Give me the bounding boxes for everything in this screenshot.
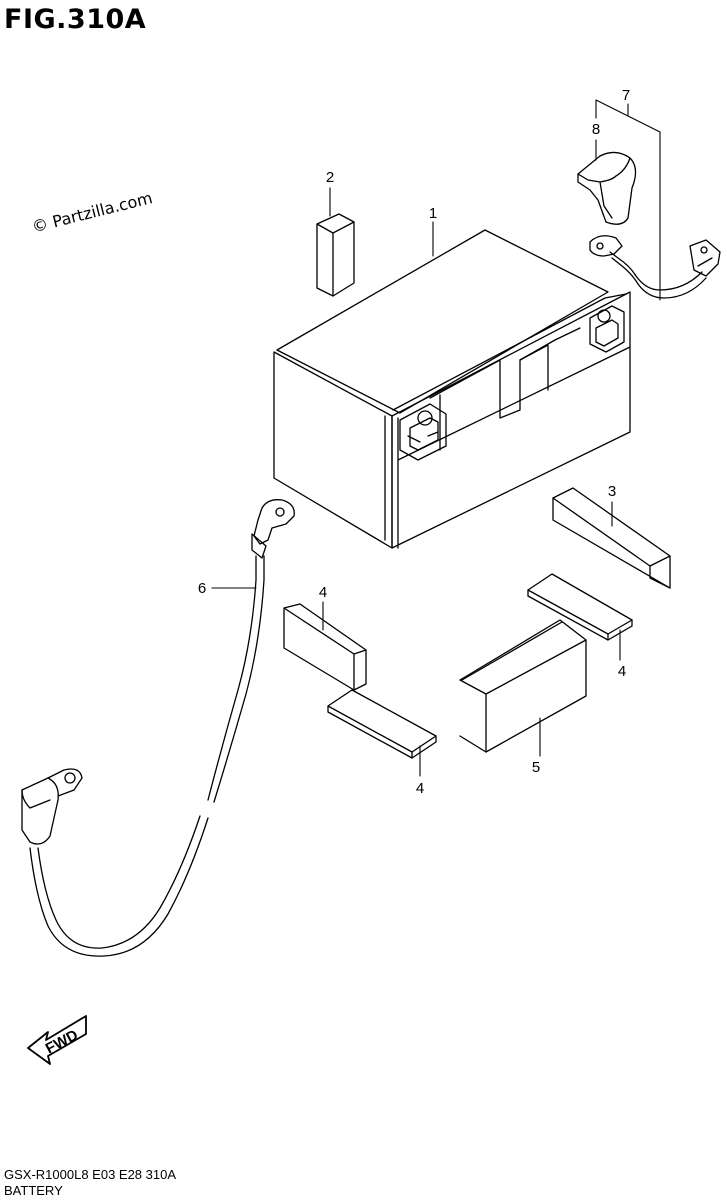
callout-7: 7: [622, 87, 630, 104]
negative-lead-wire-part: [21, 499, 295, 957]
battery-part: [273, 229, 631, 549]
figure-title: FIG.310A: [4, 4, 147, 35]
small-block-part: [316, 213, 355, 297]
pad-part-3: [552, 487, 671, 589]
section-name: BATTERY: [4, 1183, 63, 1198]
pad-part-4-right: [527, 573, 633, 641]
positive-lead-wire-part: [589, 235, 721, 299]
callout-4-lower-left: 4: [416, 780, 424, 797]
callout-3: 3: [608, 483, 616, 500]
callout-1: 1: [429, 205, 437, 222]
callout-8: 8: [592, 121, 600, 138]
fwd-arrow: FWD: [27, 1015, 87, 1065]
model-code: GSX-R1000L8 E03 E28 310A: [4, 1167, 177, 1182]
callout-2: 2: [326, 169, 334, 186]
callout-5: 5: [532, 759, 540, 776]
spacer-block-part: [459, 619, 587, 753]
pad-part-4-upper-left: [283, 603, 367, 691]
callout-6: 6: [198, 580, 206, 597]
pad-part-4-lower-left: [327, 689, 437, 759]
terminal-cap-part: [577, 151, 637, 225]
callout-4-upper-left: 4: [319, 584, 327, 601]
callout-4-right: 4: [618, 663, 626, 680]
